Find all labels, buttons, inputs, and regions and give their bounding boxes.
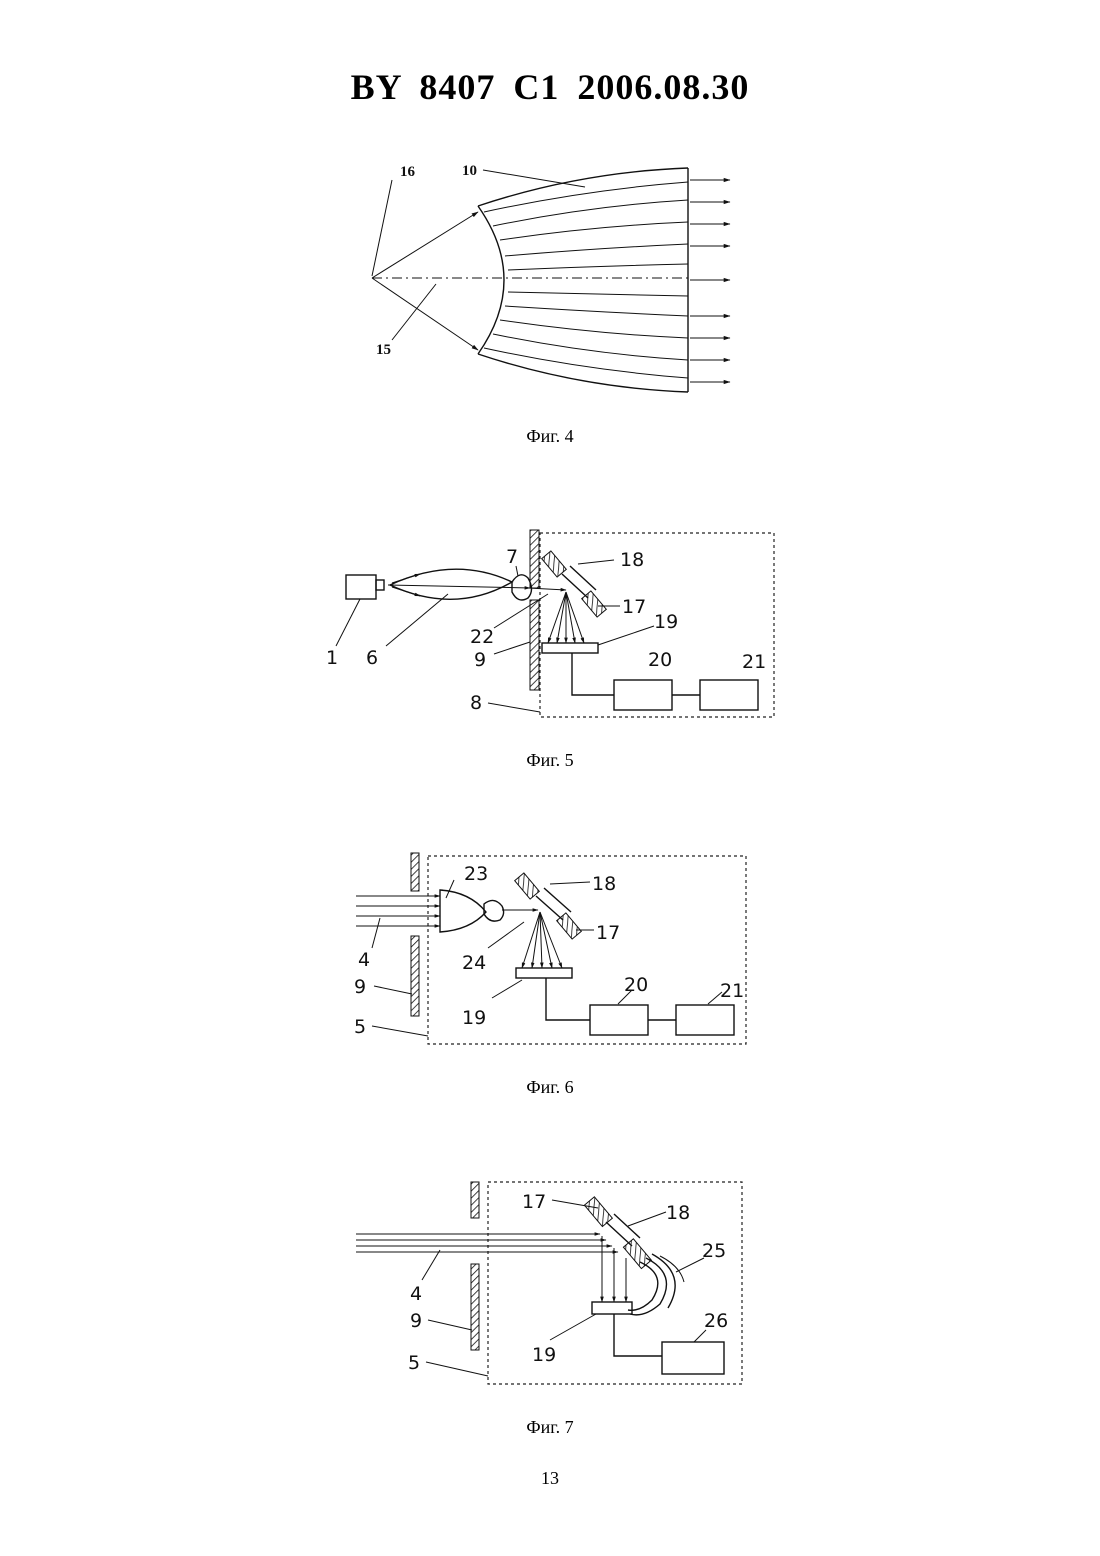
fig5-label-21: 21 xyxy=(742,651,766,673)
fig6-label-21: 21 xyxy=(720,980,744,1002)
fig5-label-22: 22 xyxy=(470,626,494,648)
input-beam-4 xyxy=(356,1234,618,1252)
lens-24 xyxy=(484,900,504,921)
fig7-label-19: 19 xyxy=(532,1344,556,1366)
fig7-label-17: 17 xyxy=(522,1191,546,1213)
lens-body xyxy=(478,168,688,392)
figure-7-drawing: 17 18 25 4 9 26 19 5 xyxy=(0,1172,1100,1392)
detector-19 xyxy=(516,968,572,978)
fig6-label-24: 24 xyxy=(462,952,486,974)
figure-5-drawing: 7 18 17 19 22 1 6 9 20 21 8 xyxy=(0,520,1100,730)
fig5-label-17: 17 xyxy=(622,596,646,618)
block-21 xyxy=(676,1005,734,1035)
block-21 xyxy=(700,680,758,710)
light-source-1 xyxy=(346,575,376,599)
fiber-lines xyxy=(484,182,688,378)
detector-19 xyxy=(592,1302,632,1314)
fig7-label-5: 5 xyxy=(408,1352,420,1374)
fig6-label-23: 23 xyxy=(464,863,488,885)
lens-6 xyxy=(390,569,512,599)
figure-6-caption: Фиг. 6 xyxy=(0,1077,1100,1098)
fig6-label-5: 5 xyxy=(354,1016,366,1038)
document-header: BY 8407 C1 2006.08.30 xyxy=(0,66,1100,108)
fig5-label-8: 8 xyxy=(470,692,482,714)
fig7-label-4: 4 xyxy=(410,1283,422,1305)
fig6-label-20: 20 xyxy=(624,974,648,996)
page-number: 13 xyxy=(0,1468,1100,1489)
figure-4-caption: Фиг. 4 xyxy=(0,426,1100,447)
fig4-label-10: 10 xyxy=(462,163,477,179)
wall-9 xyxy=(530,530,539,588)
fig5-label-19: 19 xyxy=(654,611,678,633)
fig7-label-26: 26 xyxy=(704,1310,728,1332)
detector-19 xyxy=(542,643,598,653)
fig5-label-1: 1 xyxy=(326,647,338,669)
wall-9 xyxy=(411,853,419,891)
block-20 xyxy=(614,680,672,710)
fig7-label-18: 18 xyxy=(666,1202,690,1224)
fig6-label-9: 9 xyxy=(354,976,366,998)
output-arrows xyxy=(690,180,730,382)
wall-9 xyxy=(471,1182,479,1218)
fig5-label-9: 9 xyxy=(474,649,486,671)
fig7-label-25: 25 xyxy=(702,1240,726,1262)
source-rays xyxy=(372,212,688,350)
fig5-label-7: 7 xyxy=(506,546,518,568)
fig4-label-16: 16 xyxy=(400,164,416,180)
block-20 xyxy=(590,1005,648,1035)
fig5-label-20: 20 xyxy=(648,649,672,671)
fig4-label-15: 15 xyxy=(376,342,391,358)
fig6-label-17: 17 xyxy=(596,922,620,944)
figure-6-drawing: 23 18 17 4 24 9 20 21 19 5 xyxy=(0,848,1100,1048)
fig7-label-9: 9 xyxy=(410,1310,422,1332)
fig5-label-6: 6 xyxy=(366,647,378,669)
figure-5-caption: Фиг. 5 xyxy=(0,750,1100,771)
fig6-label-18: 18 xyxy=(592,873,616,895)
block-26 xyxy=(662,1342,724,1374)
dispersed-rays xyxy=(522,912,562,968)
fig6-label-19: 19 xyxy=(462,1007,486,1029)
fig6-label-4: 4 xyxy=(358,949,370,971)
dispersed-rays xyxy=(548,592,584,643)
fig5-label-18: 18 xyxy=(620,549,644,571)
figure-4-drawing: 16 10 15 xyxy=(0,150,1100,410)
figure-7-caption: Фиг. 7 xyxy=(0,1417,1100,1438)
grating-assembly xyxy=(542,551,607,617)
